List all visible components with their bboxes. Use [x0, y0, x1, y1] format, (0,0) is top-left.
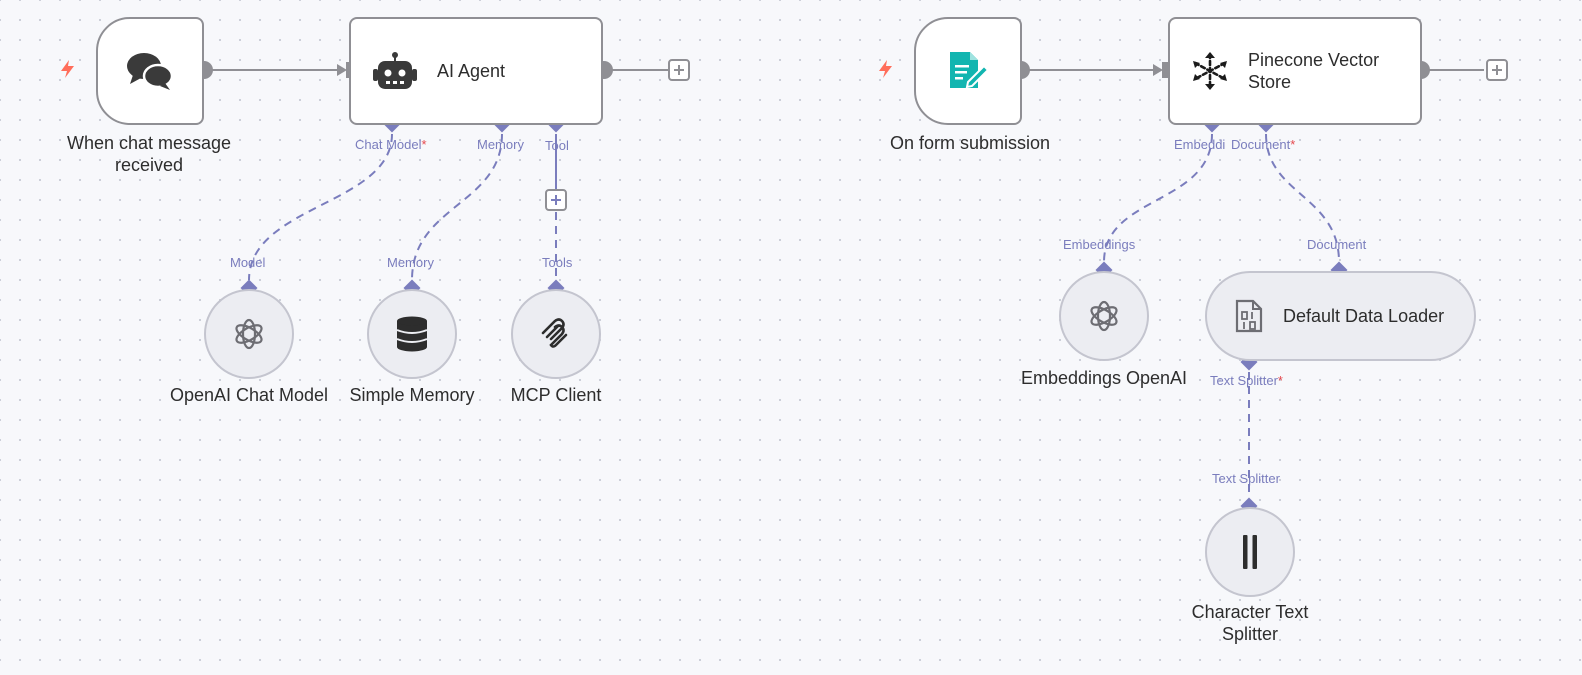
port-label-memory: Memory	[477, 137, 524, 152]
trigger-bolt-icon	[61, 60, 74, 78]
mcp-client-node[interactable]	[511, 289, 601, 379]
add-tool-button[interactable]	[545, 189, 567, 211]
file-binary-icon	[1235, 299, 1263, 333]
embeddings-openai-label: Embeddings OpenAI	[1020, 368, 1188, 388]
add-node-button[interactable]	[1486, 59, 1508, 81]
form-edit-icon	[950, 52, 990, 89]
plus-icon	[674, 65, 684, 75]
ai-agent-title: AI Agent	[437, 61, 506, 81]
openai-chat-model-label: OpenAI Chat Model	[169, 385, 329, 405]
embeddings-openai-node[interactable]	[1059, 271, 1149, 361]
simple-memory-node[interactable]	[367, 289, 457, 379]
trigger-bolt-icon	[879, 60, 892, 78]
port-label-memory-sub: Memory	[387, 255, 434, 270]
form-trigger-label: On form submission	[889, 133, 1051, 153]
default-data-loader-title: Default Data Loader	[1283, 305, 1445, 326]
text-splitter-icon	[1243, 535, 1257, 569]
chat-trigger-node[interactable]	[96, 17, 204, 125]
port-label-document: Document*	[1231, 137, 1296, 152]
chat-trigger-label: When chat message received	[66, 133, 232, 175]
port-label-chat-model: Chat Model*	[355, 137, 427, 152]
port-label-text-splitter: Text Splitter*	[1210, 373, 1283, 388]
port-label-text-splitter-sub: Text Splitter	[1212, 471, 1280, 486]
openai-icon	[235, 318, 263, 350]
pinecone-vector-store-node[interactable]: Pinecone Vector Store	[1168, 17, 1422, 125]
mcp-client-label: MCP Client	[510, 385, 602, 405]
character-text-splitter-node[interactable]	[1205, 507, 1295, 597]
openai-chat-model-node[interactable]	[204, 289, 294, 379]
mcp-icon	[541, 318, 568, 348]
connection-arrow	[1153, 64, 1163, 76]
port-label-document-sub: Document	[1307, 237, 1367, 252]
robot-icon	[373, 52, 417, 89]
form-trigger-node[interactable]	[914, 17, 1022, 125]
port-label-tools: Tools	[542, 255, 573, 270]
chat-bubbles-icon	[127, 53, 174, 90]
connection-arrow	[337, 64, 347, 76]
pinecone-vector-store-title: Pinecone Vector Store	[1248, 50, 1380, 92]
ai-agent-node[interactable]: AI Agent	[349, 17, 603, 125]
connection-chat-model	[248, 133, 393, 281]
plus-icon	[551, 195, 561, 205]
port-label-embeddings-sub: Embeddings	[1063, 237, 1136, 252]
port-label-model: Model	[230, 255, 266, 270]
plus-icon	[1492, 65, 1502, 75]
simple-memory-label: Simple Memory	[349, 385, 475, 405]
character-text-splitter-label: Character Text Splitter	[1191, 602, 1309, 644]
openai-icon	[1090, 300, 1118, 332]
port-label-tool: Tool	[545, 138, 569, 153]
pinecone-icon	[1193, 52, 1227, 90]
port-label-embedding: Embeddi	[1174, 137, 1226, 152]
add-node-button[interactable]	[668, 59, 690, 81]
default-data-loader-node[interactable]: Default Data Loader	[1205, 271, 1476, 361]
database-icon	[396, 316, 428, 352]
